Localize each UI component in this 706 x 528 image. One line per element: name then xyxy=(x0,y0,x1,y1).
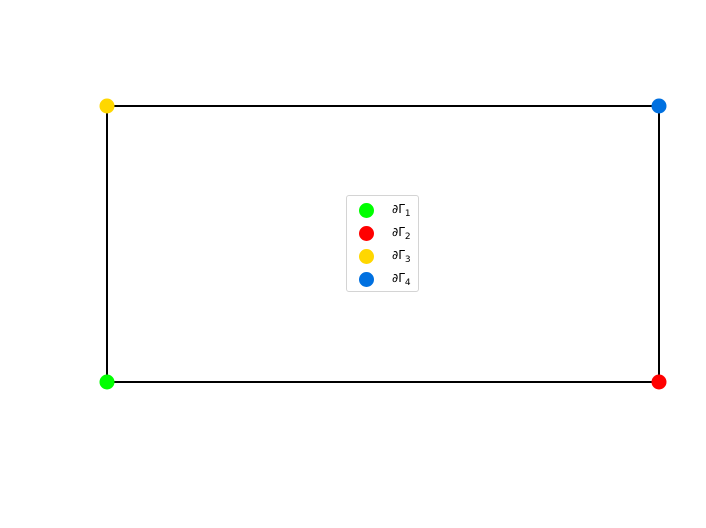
vertex-bottom-left-marker xyxy=(99,374,115,390)
legend-label-2: ∂Γ2 xyxy=(392,225,411,242)
legend-subscript-3: 3 xyxy=(404,255,411,265)
vertex-top-right-marker xyxy=(651,98,667,114)
legend-item-boundary-1: ∂Γ1 xyxy=(359,199,417,219)
legend-item-boundary-2: ∂Γ2 xyxy=(359,222,417,242)
legend-item-boundary-3: ∂Γ3 xyxy=(359,245,417,265)
legend-label-4: ∂Γ4 xyxy=(392,271,411,288)
legend: ∂Γ1 ∂Γ2 ∂Γ3 ∂Γ4 xyxy=(346,195,419,292)
vertex-top-left-marker xyxy=(99,98,115,114)
vertex-bottom-right-marker xyxy=(651,374,667,390)
domain-rectangle xyxy=(106,105,660,383)
legend-item-boundary-4: ∂Γ4 xyxy=(359,268,417,288)
legend-subscript-4: 4 xyxy=(404,278,411,288)
legend-symbol-2: ∂Γ xyxy=(392,225,405,239)
legend-marker-4 xyxy=(359,272,374,287)
legend-subscript-1: 1 xyxy=(404,209,411,219)
legend-symbol-3: ∂Γ xyxy=(392,248,405,262)
legend-label-3: ∂Γ3 xyxy=(392,248,411,265)
legend-marker-1 xyxy=(359,203,374,218)
legend-symbol-4: ∂Γ xyxy=(392,271,405,285)
legend-subscript-2: 2 xyxy=(404,232,411,242)
legend-symbol-1: ∂Γ xyxy=(392,202,405,216)
legend-label-1: ∂Γ1 xyxy=(392,202,411,219)
legend-marker-3 xyxy=(359,249,374,264)
legend-marker-2 xyxy=(359,226,374,241)
